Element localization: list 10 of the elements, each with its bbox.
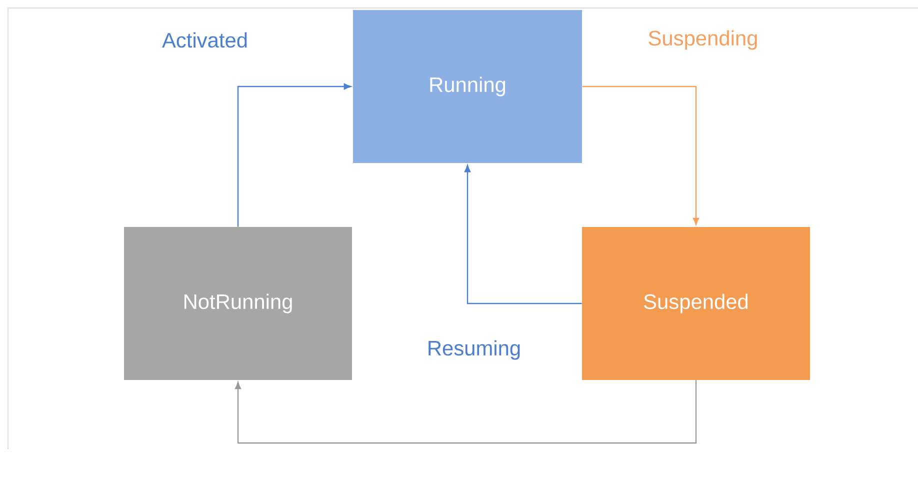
arrow	[464, 164, 582, 304]
state-box: NotRunning	[124, 226, 352, 380]
edge-label: Resuming	[428, 340, 520, 360]
state-box: Suspended	[582, 226, 810, 380]
arrow	[582, 86, 700, 225]
edge-label: Suspending	[648, 30, 757, 50]
state-box: Running	[353, 10, 582, 163]
arrow	[234, 380, 697, 444]
arrow	[237, 83, 352, 227]
edge-label: Activated	[162, 32, 247, 48]
